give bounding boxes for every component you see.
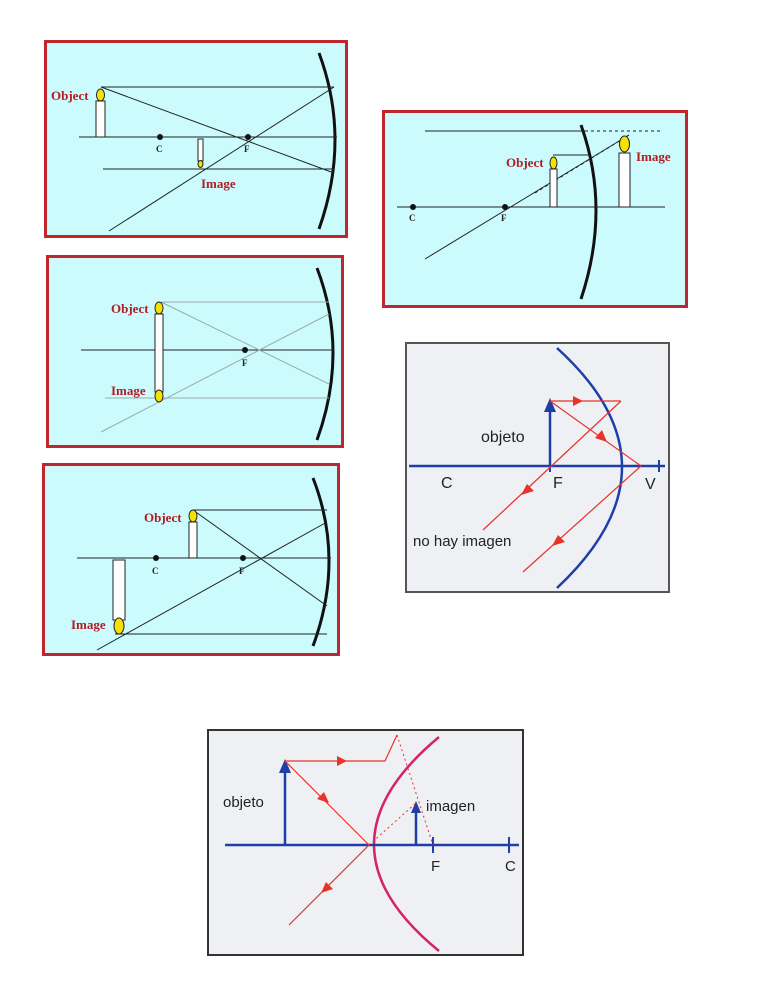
center-point xyxy=(157,134,163,140)
focus-label: F xyxy=(242,358,248,368)
diagram-object-at-c: Object Image F xyxy=(46,255,344,448)
ray-through-f xyxy=(100,86,335,174)
ray-reflect-1 xyxy=(482,400,622,531)
image-arrow-head xyxy=(411,801,421,813)
object-candle xyxy=(549,168,558,208)
center-point xyxy=(153,555,159,561)
diagram-object-at-focus: objeto C F V no hay imagen xyxy=(405,342,670,593)
ray-diagram-1: Object C F Image xyxy=(51,52,337,232)
object-label: Object xyxy=(506,155,544,170)
image-candle xyxy=(197,138,204,162)
ray-arrow-2 xyxy=(317,792,329,803)
focus-label: F xyxy=(501,213,507,223)
ray-diag-2 xyxy=(96,521,328,651)
ray-arrow-1 xyxy=(573,396,583,406)
ray-arrow-2 xyxy=(521,484,534,495)
focus-point xyxy=(242,347,248,353)
concave-mirror xyxy=(556,347,624,589)
ray-arrow-1 xyxy=(337,756,347,766)
object-label: Object xyxy=(144,510,182,525)
image-flame xyxy=(154,389,164,403)
image-label: Image xyxy=(201,176,236,191)
focus-point xyxy=(502,204,508,210)
ray-arrow-4 xyxy=(552,535,565,546)
ray-diag-2 xyxy=(100,313,330,433)
ray-diag-1 xyxy=(192,509,328,607)
object-candle xyxy=(188,521,198,559)
object-flame xyxy=(96,88,105,102)
object-label: objeto xyxy=(481,429,525,446)
object-arrow-head xyxy=(544,398,556,412)
image-label: Image xyxy=(636,149,671,164)
ray-virtual-1 xyxy=(396,734,434,846)
object-arrow-head xyxy=(279,759,291,773)
object-label: Object xyxy=(51,88,89,103)
ray-arrow-3 xyxy=(595,430,607,442)
diagram-convex-mirror: objeto imagen F C xyxy=(207,729,524,956)
image-flame xyxy=(619,135,630,153)
image-candle xyxy=(112,559,126,621)
ray-diagram-6: objeto imagen F C xyxy=(223,734,519,952)
ray-diagram-4: Object C F Image xyxy=(71,477,331,651)
focus-point xyxy=(240,555,246,561)
object-flame xyxy=(188,509,198,523)
ray-diag-1 xyxy=(160,301,330,385)
center-label: C xyxy=(152,566,159,576)
center-point xyxy=(410,204,416,210)
object-label: Object xyxy=(111,301,149,316)
object-flame xyxy=(549,156,558,170)
ray-virtual-2 xyxy=(368,802,417,846)
diagram-object-between-c-f: Object C F Image xyxy=(42,463,340,656)
object-candle xyxy=(154,313,164,393)
diagram-object-beyond-c: Object C F Image xyxy=(44,40,348,238)
concave-mirror xyxy=(315,267,335,441)
ray-diagram-5: objeto C F V no hay imagen xyxy=(409,347,665,589)
ray-to-vertex xyxy=(284,760,370,846)
image-flame xyxy=(113,617,125,635)
convex-arc xyxy=(579,124,598,300)
focus-point xyxy=(245,134,251,140)
image-flame xyxy=(197,160,204,168)
vertex-label: V xyxy=(645,476,656,493)
diagram-object-inside-f: Object Image C F xyxy=(382,110,688,308)
focus-label: F xyxy=(553,475,563,492)
ray-diagram-3: Object Image F xyxy=(81,267,335,441)
center-label: C xyxy=(409,213,416,223)
center-label: C xyxy=(156,144,163,154)
ray-through-f xyxy=(424,134,630,260)
center-label: C xyxy=(505,858,516,875)
ray-diag xyxy=(549,400,642,467)
object-label: objeto xyxy=(223,794,264,811)
concave-mirror xyxy=(311,477,331,647)
focus-label: F xyxy=(239,566,245,576)
object-flame xyxy=(154,301,164,315)
ray-reflected xyxy=(108,86,335,232)
no-image-label: no hay imagen xyxy=(413,533,511,550)
image-candle xyxy=(618,152,631,208)
ray-reflect-up xyxy=(384,734,398,762)
focus-label: F xyxy=(244,144,250,154)
image-label: Image xyxy=(111,383,146,398)
image-label: Image xyxy=(71,617,106,632)
ray-arrow-3 xyxy=(321,882,333,893)
focus-label: F xyxy=(431,858,440,875)
object-candle xyxy=(95,100,106,138)
concave-mirror xyxy=(317,52,337,230)
center-label: C xyxy=(441,475,453,492)
ray-reflect-2 xyxy=(522,465,642,573)
image-label: imagen xyxy=(426,798,475,815)
ray-diagram-2: Object Image C F xyxy=(397,124,671,300)
